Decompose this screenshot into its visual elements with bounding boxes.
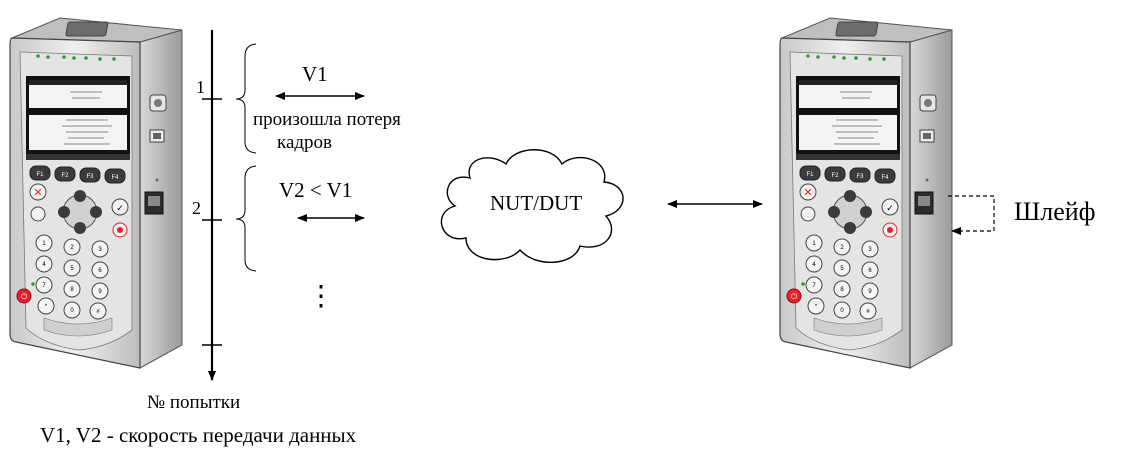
cloud-label: NUT/DUT — [490, 191, 583, 215]
more-attempts-ellipsis: ⋮ — [307, 281, 335, 312]
legend-note: V1, V2 - скорость передачи данных — [40, 423, 357, 447]
attempt-axis-label: № попытки — [147, 392, 241, 413]
tester-right-illustration — [779, 17, 953, 369]
loopback-arrow — [948, 195, 995, 235]
tester-left-illustration — [9, 17, 183, 369]
attempt-1-number: 1 — [196, 77, 205, 97]
nut-dut-cloud — [440, 149, 624, 263]
attempt-2-brace — [235, 165, 257, 272]
attempt-ticks — [202, 98, 222, 346]
frame-loss-note-line2: кадров — [277, 132, 333, 153]
attempt-1-brace — [235, 43, 257, 154]
attempt-1-rate: V1 — [302, 62, 328, 86]
loopback-label: Шлейф — [1014, 197, 1096, 226]
attempt-2-number: 2 — [192, 198, 201, 218]
attempt-2-rate: V2 < V1 — [279, 178, 353, 202]
frame-loss-note-line1: произошла потеря — [253, 109, 401, 130]
